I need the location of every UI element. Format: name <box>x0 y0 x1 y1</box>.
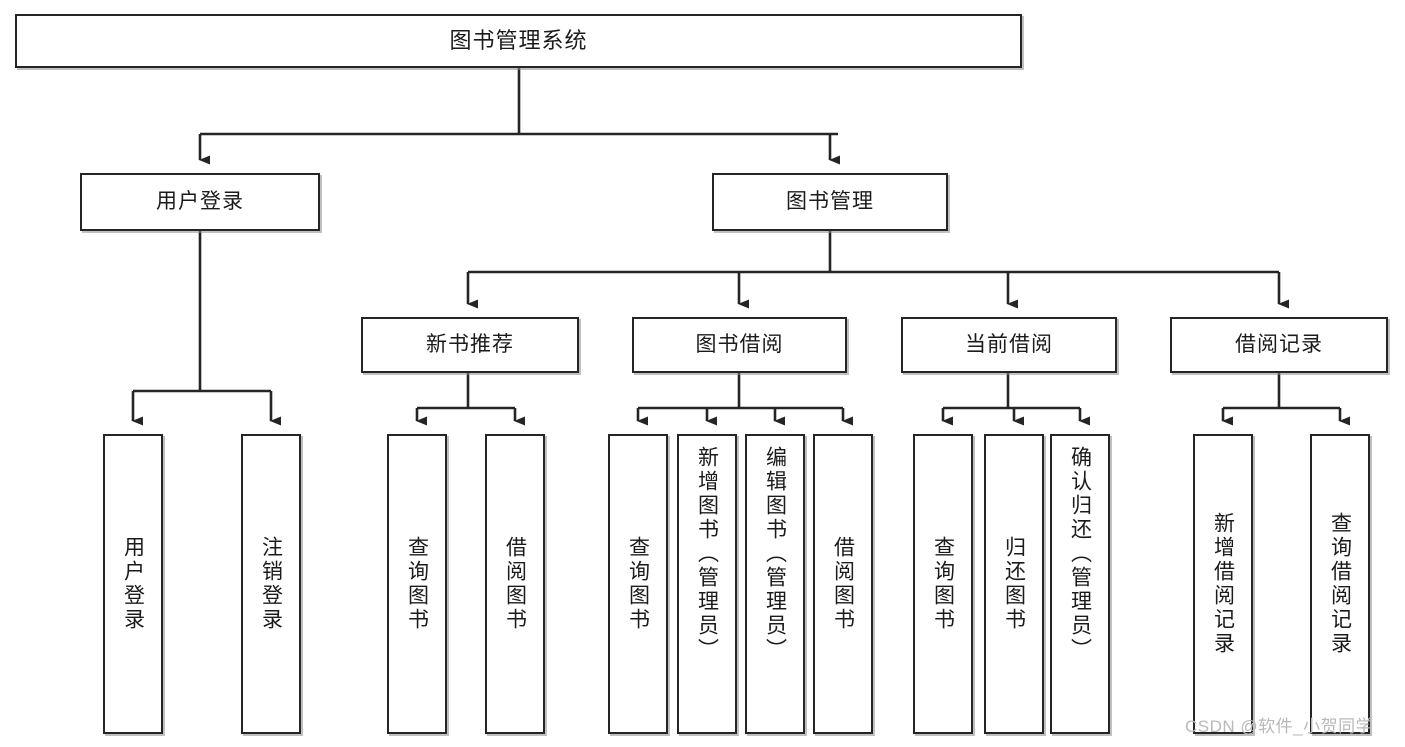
node-leaf-query-book-1[interactable]: 查询图书 <box>387 434 447 734</box>
node-leaf-borrow-book-2-label: 借阅图书 <box>831 536 855 632</box>
node-current-borrow[interactable]: 当前借阅 <box>901 317 1117 373</box>
node-current-borrow-label: 当前借阅 <box>965 333 1053 357</box>
node-leaf-query-book-2-label: 查询图书 <box>626 536 650 632</box>
node-leaf-confirm-return[interactable]: 确认归还（管理员） <box>1050 434 1110 734</box>
node-new-book-rec[interactable]: 新书推荐 <box>361 317 579 373</box>
node-leaf-query-record-label: 查询借阅记录 <box>1328 512 1352 656</box>
node-borrow-record[interactable]: 借阅记录 <box>1170 317 1388 373</box>
node-leaf-query-book-3-label: 查询图书 <box>931 536 955 632</box>
node-leaf-logout-label: 注销登录 <box>259 536 283 632</box>
node-leaf-return-book[interactable]: 归还图书 <box>984 434 1044 734</box>
node-leaf-add-record-label: 新增借阅记录 <box>1211 512 1235 656</box>
node-leaf-query-book-1-label: 查询图书 <box>405 536 429 632</box>
node-leaf-edit-book[interactable]: 编辑图书（管理员） <box>745 434 805 734</box>
node-user-login[interactable]: 用户登录 <box>80 173 320 231</box>
node-leaf-edit-book-label: 编辑图书（管理员） <box>763 446 787 662</box>
node-book-borrow-label: 图书借阅 <box>695 333 784 357</box>
node-leaf-return-book-label: 归还图书 <box>1002 536 1026 632</box>
node-new-book-rec-label: 新书推荐 <box>426 333 514 357</box>
node-root[interactable]: 图书管理系统 <box>15 14 1022 68</box>
node-leaf-borrow-book-1[interactable]: 借阅图书 <box>485 434 545 734</box>
node-book-manage-label: 图书管理 <box>786 190 874 214</box>
node-leaf-borrow-book-2[interactable]: 借阅图书 <box>813 434 873 734</box>
node-leaf-query-book-3[interactable]: 查询图书 <box>913 434 973 734</box>
node-book-borrow[interactable]: 图书借阅 <box>632 317 847 373</box>
node-leaf-user-login[interactable]: 用户登录 <box>103 434 163 734</box>
node-leaf-borrow-book-1-label: 借阅图书 <box>503 536 527 632</box>
node-leaf-confirm-return-label: 确认归还（管理员） <box>1068 446 1092 662</box>
node-leaf-query-record[interactable]: 查询借阅记录 <box>1310 434 1370 734</box>
csdn-watermark: CSDN @软件_小贺同学 <box>1185 717 1374 736</box>
node-user-login-label: 用户登录 <box>156 190 244 214</box>
node-leaf-add-book-label: 新增图书（管理员） <box>695 446 719 662</box>
node-leaf-add-book[interactable]: 新增图书（管理员） <box>677 434 737 734</box>
node-leaf-query-book-2[interactable]: 查询图书 <box>608 434 668 734</box>
node-book-manage[interactable]: 图书管理 <box>712 173 948 231</box>
node-borrow-record-label: 借阅记录 <box>1235 333 1323 357</box>
node-leaf-logout[interactable]: 注销登录 <box>241 434 301 734</box>
node-root-label: 图书管理系统 <box>449 27 588 53</box>
node-leaf-user-login-label: 用户登录 <box>121 536 145 632</box>
node-leaf-add-record[interactable]: 新增借阅记录 <box>1193 434 1253 734</box>
